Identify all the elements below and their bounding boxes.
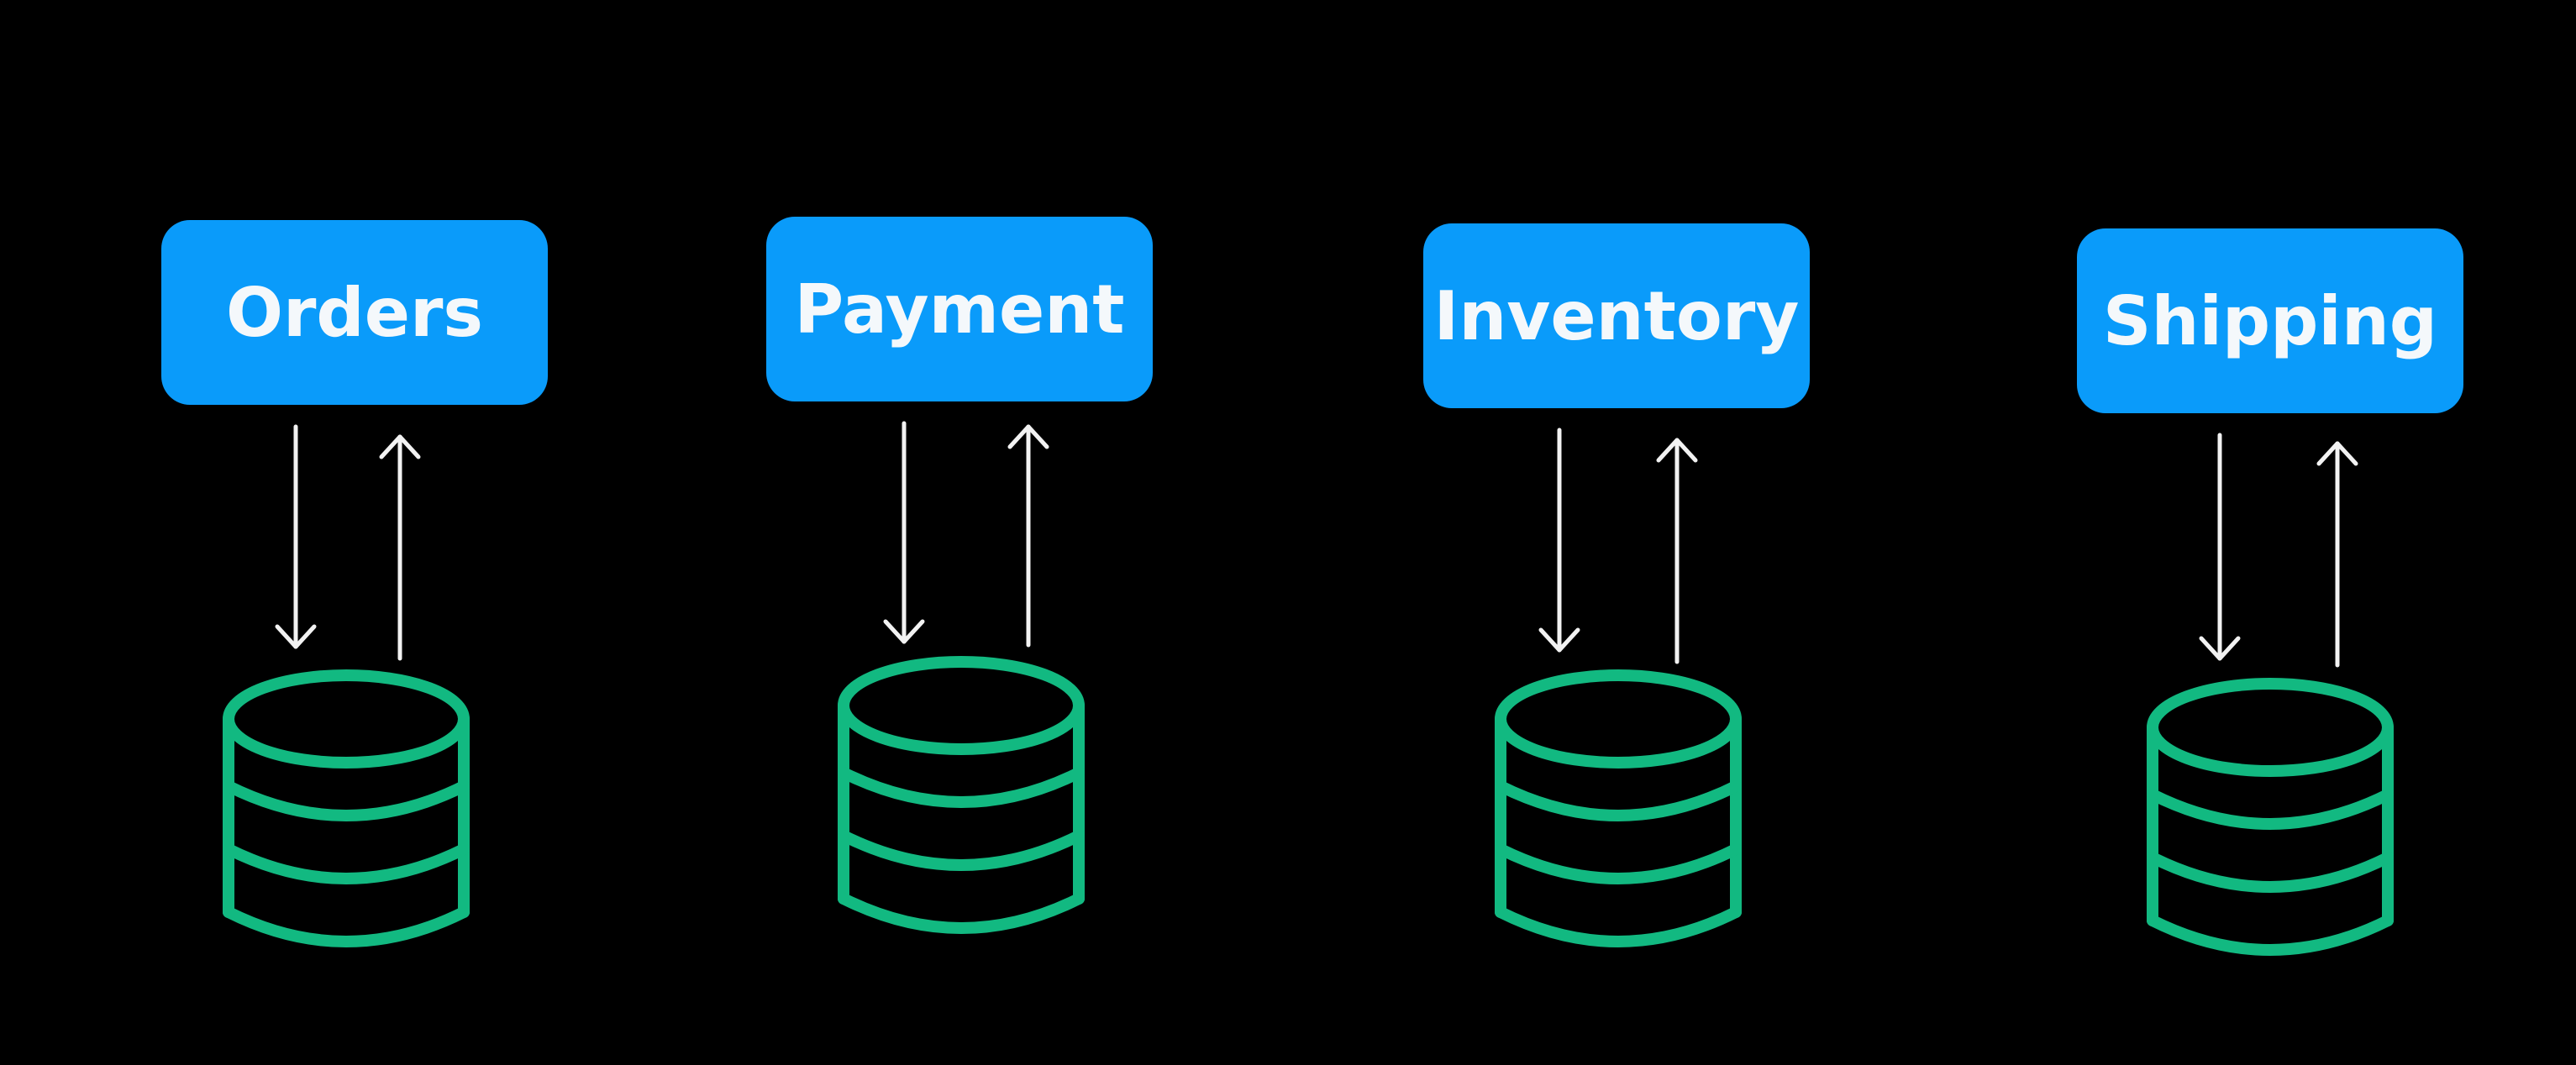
orders-service: Orders [161,220,548,405]
request-arrow-down [883,421,925,644]
response-arrow-up [1007,424,1049,648]
payment-db-connection-arrows [883,421,1049,648]
inventory-db-connection-arrows [1538,428,1698,664]
response-arrow-up [379,434,421,661]
payment-service: Payment [766,217,1153,401]
request-arrow-down [2199,433,2241,661]
shipping-db-connection-arrows [2199,433,2358,668]
orders-service-box: Orders [161,220,548,405]
response-arrow-up [1656,438,1698,664]
shipping-service: Shipping [2077,228,2463,413]
shipping-database-icon [2147,678,2394,956]
payment-database-icon [838,656,1085,934]
response-arrow-up [2316,441,2358,668]
orders-db-connection-arrows [275,424,421,661]
inventory-service-label: Inventory [1433,276,1800,355]
shipping-service-label: Shipping [2102,281,2438,360]
inventory-service-box: Inventory [1423,223,1810,408]
request-arrow-down [275,424,317,649]
shipping-service-box: Shipping [2077,228,2463,413]
payment-service-label: Payment [794,270,1125,349]
orders-database-icon [223,669,470,947]
orders-service-label: Orders [225,273,484,352]
payment-service-box: Payment [766,217,1153,401]
inventory-service: Inventory [1423,223,1810,408]
request-arrow-down [1538,428,1580,653]
inventory-database-icon [1495,669,1742,947]
